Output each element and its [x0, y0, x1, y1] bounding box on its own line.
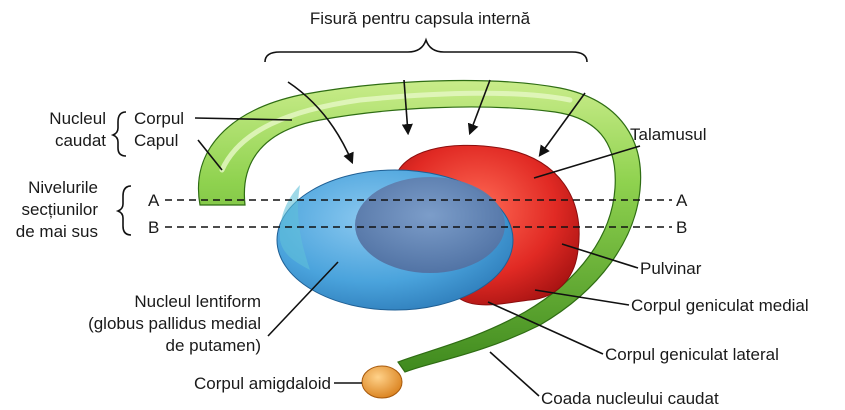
- label-corpul-amigdaloid: Corpul amigdaloid: [194, 374, 331, 393]
- levels-brace: [118, 186, 131, 235]
- label-caudat: caudat: [55, 131, 106, 150]
- label-level-b-right: B: [676, 218, 687, 237]
- label-level-a-right: A: [676, 191, 688, 210]
- label-coada-nucleului-caudat: Coada nucleului caudat: [541, 389, 719, 408]
- label-corpul-geniculat-lateral: Corpul geniculat lateral: [605, 345, 779, 364]
- title-label: Fisură pentru capsula internă: [310, 9, 531, 28]
- leader-coada: [490, 352, 539, 396]
- label-nucleul-lentiform: Nucleul lentiform: [134, 292, 261, 311]
- label-pulvinar: Pulvinar: [640, 259, 702, 278]
- globus-pallidus: [355, 177, 505, 273]
- label-de-putamen: de putamen): [166, 336, 261, 355]
- capsule-brace: [265, 40, 587, 62]
- label-capul: Capul: [134, 131, 178, 150]
- caudate-brace: [113, 112, 126, 156]
- label-de-mai-sus: de mai sus: [16, 222, 98, 241]
- label-corpul-geniculat-medial: Corpul geniculat medial: [631, 296, 809, 315]
- label-sectiunilor: secțiunilor: [21, 200, 98, 219]
- label-talamusul: Talamusul: [630, 125, 707, 144]
- label-nucleul: Nucleul: [49, 109, 106, 128]
- label-level-b: B: [148, 218, 159, 237]
- label-corpul: Corpul: [134, 109, 184, 128]
- label-level-a: A: [148, 191, 160, 210]
- label-nivelurile: Nivelurile: [28, 178, 98, 197]
- amygdala: [362, 366, 402, 398]
- label-globus-pallidus: (globus pallidus medial: [88, 314, 261, 333]
